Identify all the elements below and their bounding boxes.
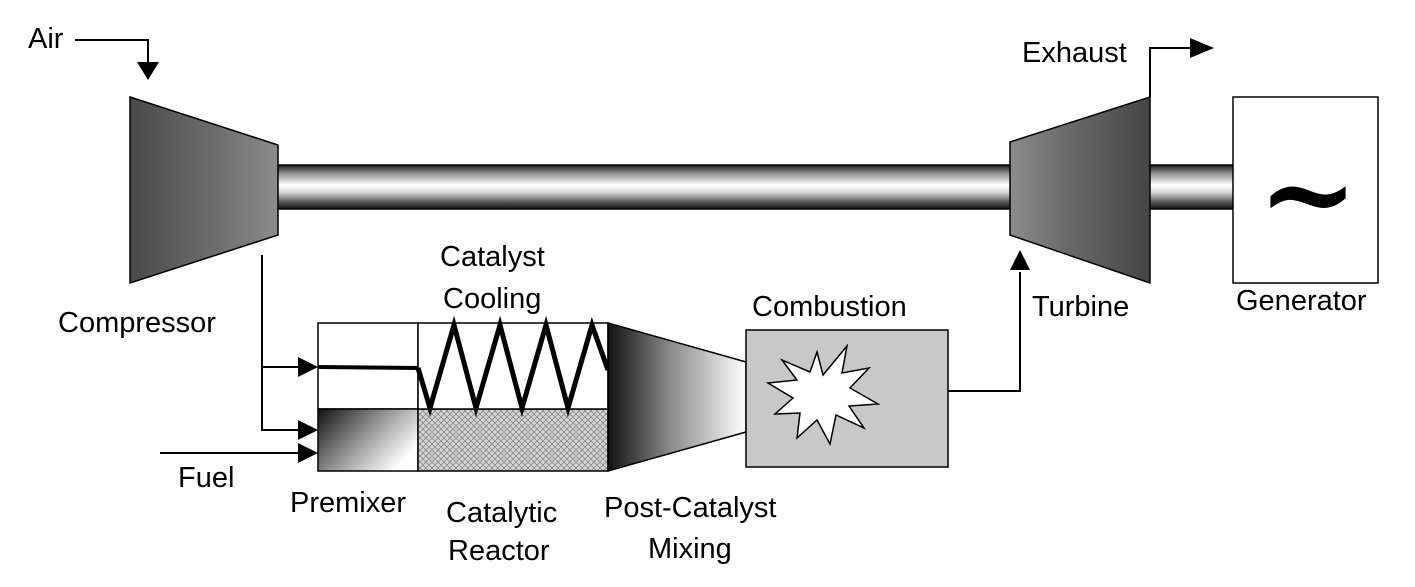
compressor-air-line [261, 255, 300, 431]
air-arrowhead-upper [298, 357, 318, 377]
catalytic-reactor-body [417, 408, 609, 472]
combustion-outlet-line [948, 272, 1021, 392]
label-catalyst-cooling-1: Catalyst [440, 241, 545, 273]
label-turbine: Turbine [1032, 291, 1129, 323]
air-inlet-arrowhead [137, 62, 159, 80]
generator-box [1232, 96, 1379, 284]
label-combustion: Combustion [752, 291, 907, 323]
label-catalytic-reactor-2: Reactor [448, 535, 550, 567]
post-catalyst-mixing-nozzle [607, 322, 747, 472]
bypass-line [317, 365, 419, 370]
turbine-inlet-arrowhead [1010, 250, 1030, 270]
label-exhaust: Exhaust [1022, 37, 1127, 69]
label-catalyst-cooling-2: Cooling [443, 283, 541, 315]
label-catalytic-reactor-1: Catalytic [446, 497, 557, 529]
air-arrowhead-lower [298, 420, 318, 440]
compressor-shape [129, 95, 279, 285]
flame-burst-icon [765, 343, 881, 447]
generator-ac-symbol: ~ [1258, 123, 1359, 264]
label-post-catalyst-1: Post-Catalyst [604, 492, 776, 524]
label-air: Air [28, 23, 64, 55]
premixer-body [317, 408, 419, 472]
fuel-arrowhead [298, 443, 318, 463]
label-post-catalyst-2: Mixing [648, 533, 732, 565]
exhaust-line [1149, 47, 1192, 97]
label-fuel: Fuel [178, 462, 234, 494]
turbine-shape [1009, 95, 1151, 285]
exhaust-arrowhead [1190, 38, 1214, 58]
label-generator: Generator [1236, 285, 1367, 317]
air-inlet-line [75, 39, 149, 68]
label-premixer: Premixer [290, 487, 406, 519]
cooling-coil [415, 315, 611, 418]
label-compressor: Compressor [58, 307, 216, 339]
